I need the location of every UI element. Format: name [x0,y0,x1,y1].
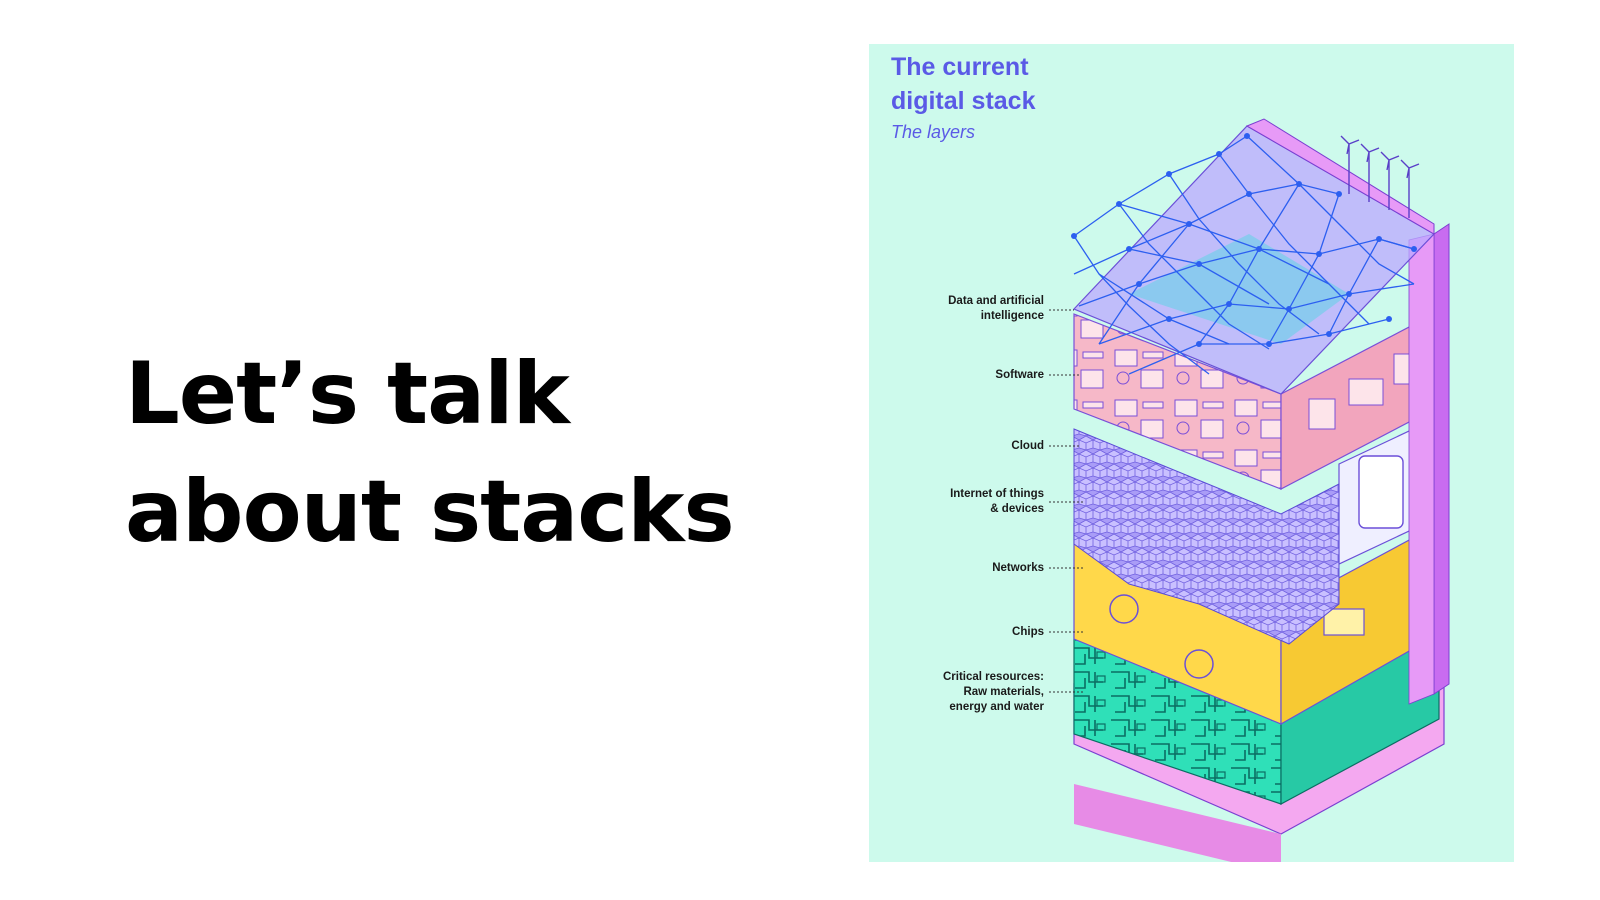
layer-label-chips: Chips [1012,626,1044,638]
layer-label-critical-resources: Critical resources: Raw materials, energ… [943,671,1044,713]
ai-mesh-nodes [1071,133,1417,347]
wind-turbines [1340,135,1420,218]
figure-title-line-2: digital stack [891,87,1036,115]
headline-line-2: about stacks [125,462,735,562]
isometric-stack-illustration [1049,118,1450,862]
figure-subtitle: The layers [891,122,976,142]
digital-stack-figure: The current digital stack The layers [869,44,1514,862]
layer-label-networks: Networks [992,562,1044,574]
headline-line-1: Let’s talk [125,344,570,444]
label-leader-lines [1049,309,1084,693]
layer-label-cloud: Cloud [1011,440,1044,452]
layer-label-iot: Internet of things & devices [950,488,1044,515]
slide-headline: Let’s talk about stacks [125,335,735,571]
figure-title: The current digital stack [891,50,1036,118]
layer-label-software: Software [995,369,1044,381]
layer-label-data-ai: Data and artificial intelligence [948,295,1044,322]
figure-title-line-1: The current [891,53,1029,81]
ai-mesh-lines [1073,135,1415,375]
